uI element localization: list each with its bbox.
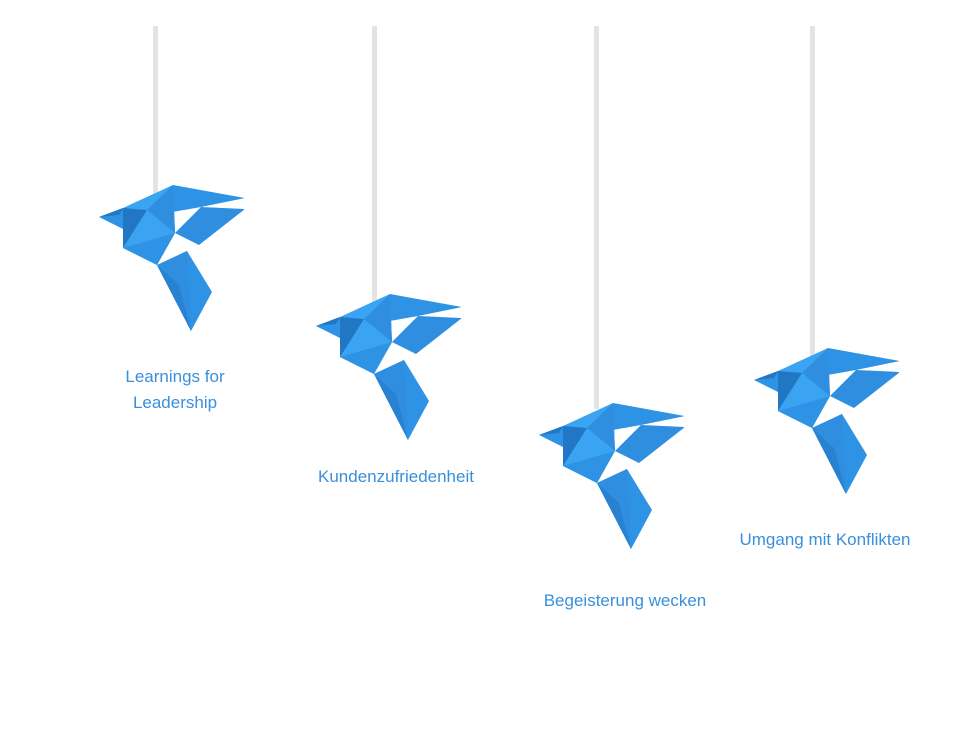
hanging-string bbox=[153, 26, 158, 196]
origami-bird-icon bbox=[754, 348, 899, 496]
label-line: Umgang mit Konflikten bbox=[739, 530, 911, 549]
origami-bird-icon bbox=[316, 294, 461, 442]
origami-bird-icon bbox=[99, 185, 244, 333]
label-line: Leadership bbox=[132, 393, 218, 412]
hanging-string bbox=[372, 26, 377, 303]
hanging-string bbox=[594, 26, 599, 409]
label-learnings-for-leadership: Learnings for Leadership bbox=[95, 364, 255, 416]
label-line: Kundenzufriedenheit bbox=[318, 467, 474, 486]
label-kundenzufriedenheit: Kundenzufriedenheit bbox=[296, 464, 496, 490]
label-umgang-mit-konflikten: Umgang mit Konflikten bbox=[710, 527, 940, 553]
origami-bird-icon bbox=[539, 403, 684, 551]
label-line: Begeisterung wecken bbox=[543, 591, 707, 610]
label-begeisterung-wecken: Begeisterung wecken bbox=[515, 588, 735, 614]
hanging-string bbox=[810, 26, 815, 356]
label-line: Learnings for bbox=[125, 367, 225, 386]
